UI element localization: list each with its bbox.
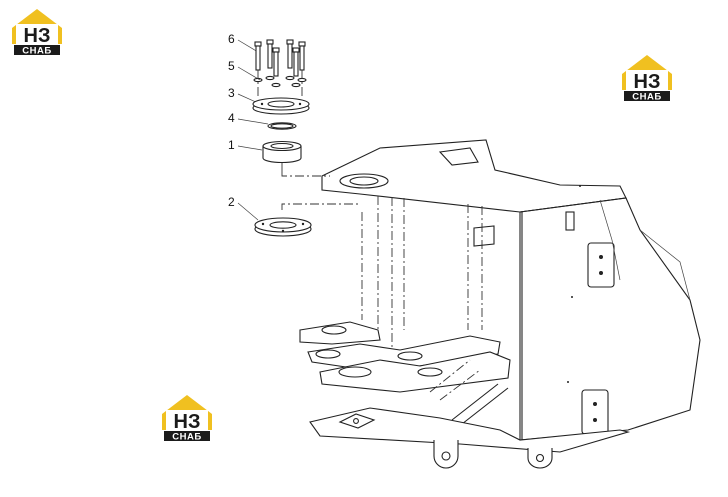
logo-letters: НЗ [174, 411, 201, 433]
logo-caption: СНАБ [22, 46, 51, 57]
logo-watermark-top-right: НЗ СНАБ [618, 52, 676, 102]
callout-number: 4 [228, 111, 235, 125]
callout-number: 6 [228, 32, 235, 46]
house-logo-icon: НЗ СНАБ [162, 395, 212, 443]
snap-ring-part-4 [267, 122, 297, 130]
callout-6: 6 [228, 32, 259, 53]
cap-plate-part-3 [252, 97, 310, 115]
callout-4: 4 [228, 111, 269, 125]
logo-caption: СНАБ [172, 432, 201, 443]
callout-2: 2 [228, 195, 259, 221]
washers-part-5 [253, 70, 307, 98]
main-frame [281, 139, 701, 469]
logo-letters: НЗ [24, 25, 51, 47]
logo-caption: СНАБ [632, 92, 661, 103]
bolts-part-6 [254, 39, 306, 77]
bearing-part-1 [262, 140, 302, 172]
callout-number: 2 [228, 195, 235, 209]
callout-1: 1 [228, 138, 263, 152]
house-logo-icon: НЗ СНАБ [12, 9, 62, 57]
lower-plate-part-2 [254, 217, 312, 237]
logo-watermark-bottom-left: НЗ СНАБ [158, 392, 216, 442]
callout-5: 5 [228, 59, 261, 81]
callout-number: 5 [228, 59, 235, 73]
logo-watermark-top-left: НЗ СНАБ [8, 6, 66, 56]
callout-number: 3 [228, 86, 235, 100]
callout-number: 1 [228, 138, 235, 152]
logo-letters: НЗ [634, 71, 661, 93]
callout-3: 3 [228, 86, 259, 104]
house-logo-icon: НЗ СНАБ [622, 55, 672, 103]
